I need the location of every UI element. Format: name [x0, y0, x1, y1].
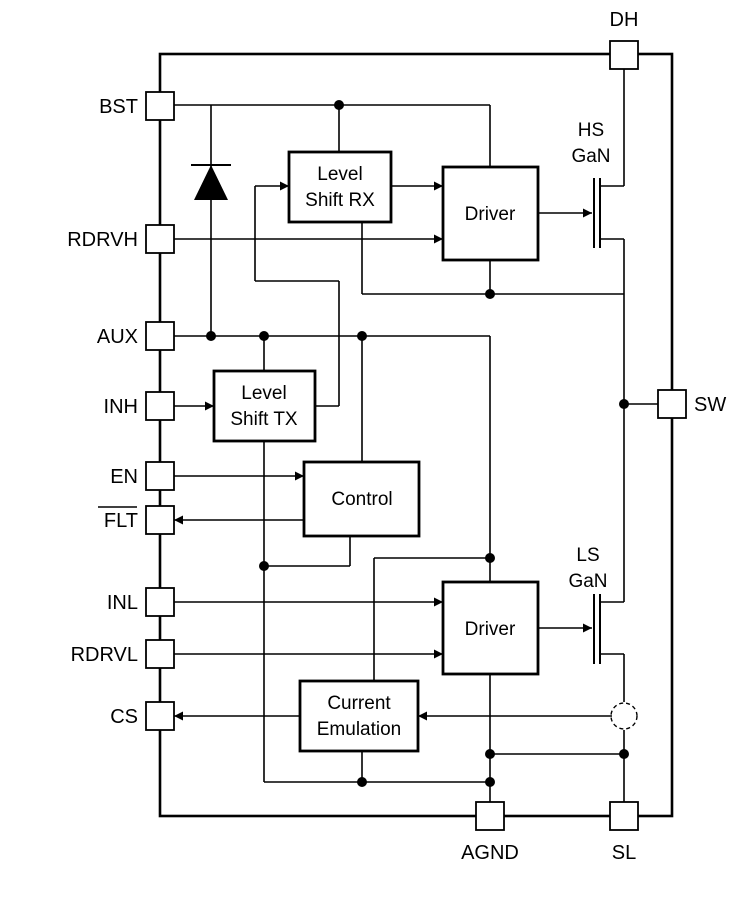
pin-pad-rdrvh [145, 224, 175, 254]
junction-dots [206, 100, 629, 787]
wires [174, 69, 658, 802]
control-block: Control [302, 460, 421, 538]
level-shift-tx-line1: Level [241, 383, 286, 404]
current-sense-element [610, 702, 638, 730]
pin-pad-cs [145, 701, 175, 731]
driver-low-label: Driver [465, 619, 516, 640]
pin-pad-inh [145, 391, 175, 421]
level-shift-rx-block: Level Shift RX [287, 150, 393, 224]
current-emulation-block: Current Emulation [298, 679, 420, 753]
pin-pad-agnd [475, 801, 505, 831]
hs-gan-label-line2: GaN [571, 146, 610, 167]
pin-label-inl: INL [107, 592, 138, 614]
pin-label-sw: SW [694, 394, 726, 416]
driver-high-label: Driver [465, 204, 516, 225]
pin-pad-flt [145, 505, 175, 535]
pin-label-agnd: AGND [461, 842, 519, 864]
pin-pad-dh [609, 40, 639, 70]
pin-label-dh: DH [610, 9, 639, 31]
level-shift-tx-line2: Shift TX [230, 409, 298, 430]
hs-gan-label-line1: HS [578, 120, 604, 141]
control-label: Control [331, 489, 392, 510]
pin-pad-aux [145, 321, 175, 351]
ls-gan-symbol [593, 594, 601, 664]
ls-gan-label-line2: GaN [568, 571, 607, 592]
pin-label-rdrvl: RDRVL [71, 644, 138, 666]
current-emulation-line1: Current [327, 693, 391, 714]
pin-label-en: EN [110, 466, 138, 488]
driver-low-block: Driver [441, 580, 540, 676]
current-emulation-line2: Emulation [317, 719, 402, 740]
pin-label-cs: CS [110, 706, 138, 728]
pin-label-sl: SL [612, 842, 636, 864]
pin-pad-sw [657, 389, 687, 419]
pin-label-inh: INH [104, 396, 138, 418]
pin-label-rdrvh: RDRVH [67, 229, 138, 251]
level-shift-rx-line1: Level [317, 164, 362, 185]
pin-pads [145, 40, 687, 831]
pin-labels: BST RDRVH AUX INH EN FLT INL RDRVL CS DH… [67, 9, 726, 864]
pin-label-flt: FLT [104, 510, 138, 532]
pin-pad-sl [609, 801, 639, 831]
pin-pad-en [145, 461, 175, 491]
level-shift-tx-block: Level Shift TX [212, 369, 317, 443]
pin-label-aux: AUX [97, 326, 138, 348]
pin-pad-bst [145, 91, 175, 121]
pin-pad-rdrvl [145, 639, 175, 669]
bootstrap-diode-icon [191, 164, 231, 200]
hs-gan-symbol [593, 178, 601, 248]
level-shift-rx-line2: Shift RX [305, 190, 375, 211]
ls-gan-label-line1: LS [576, 545, 599, 566]
pin-pad-inl [145, 587, 175, 617]
driver-high-block: Driver [441, 165, 540, 262]
package-outline [158, 52, 674, 818]
pin-label-bst: BST [99, 96, 138, 118]
